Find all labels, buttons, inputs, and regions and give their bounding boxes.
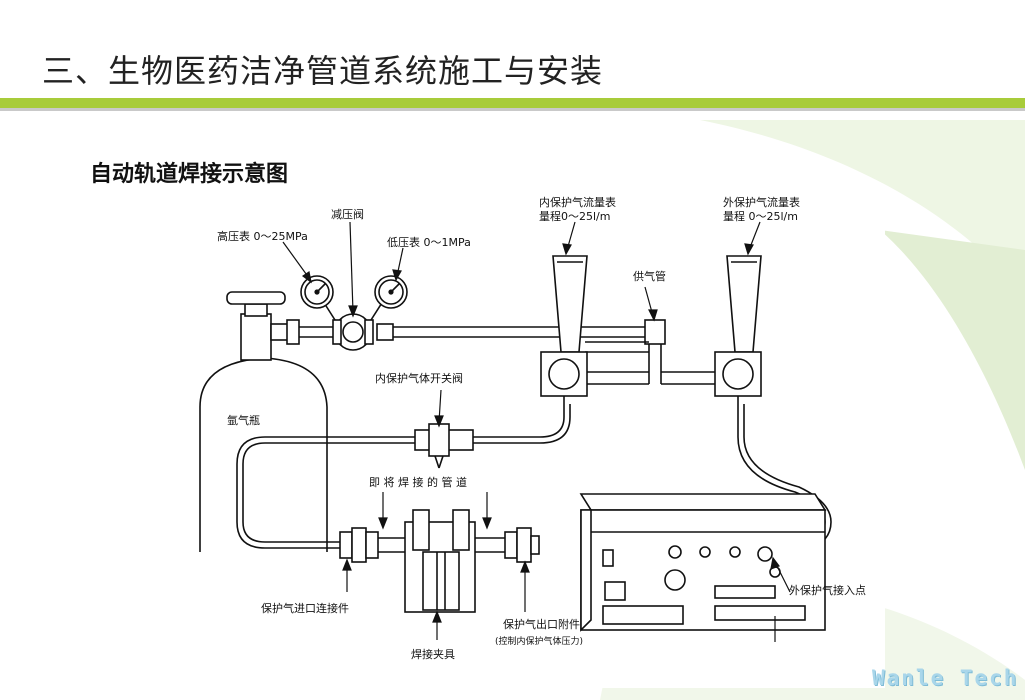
title-accent-bar — [0, 98, 1025, 111]
orbital-welding-diagram: 高压表 0～25MPa 减压阀 低压表 0～1MPa 内保护气流量表 量程0～2… — [199, 195, 866, 661]
label-high-gauge: 高压表 0～25MPa — [217, 229, 308, 243]
low-pressure-gauge — [374, 275, 408, 309]
reducer-valve — [286, 297, 394, 351]
outer-flowmeter — [714, 255, 762, 404]
slide-title: 三、生物医药洁净管道系统施工与安装 — [42, 52, 604, 90]
label-inlet-connector: 保护气进口连接件 — [261, 601, 349, 615]
label-low-gauge: 低压表 0～1MPa — [387, 235, 471, 249]
inner-switch-valve — [414, 423, 474, 469]
label-outer-flowmeter-1: 外保护气流量表 — [723, 195, 800, 209]
label-argon-cylinder: 氩气瓶 — [227, 413, 260, 427]
label-inner-switch-valve: 内保护气体开关阀 — [375, 371, 463, 385]
label-inner-flowmeter-1: 内保护气流量表 — [539, 195, 616, 209]
watermark: Wanle Tech — [872, 666, 1019, 690]
diagram-subtitle: 自动轨道焊接示意图 — [90, 162, 289, 187]
weld-clamp — [404, 509, 476, 613]
label-reducer-valve: 减压阀 — [331, 207, 364, 221]
inner-flowmeter — [540, 255, 588, 404]
label-outlet-fitting-2: (控制内保护气体压力) — [495, 635, 583, 647]
supply-pipe — [585, 319, 715, 385]
label-outlet-fitting-1: 保护气出口附件 — [503, 617, 580, 631]
label-supply-pipe: 供气管 — [633, 269, 666, 283]
welding-control-box — [579, 493, 827, 632]
label-pipe-to-weld: 即 将 焊 接 的 管 道 — [369, 475, 467, 489]
diagram-panel: 高压表 0～25MPa 减压阀 低压表 0～1MPa 内保护气流量表 量程0～2… — [175, 192, 885, 688]
label-outer-flowmeter-2: 量程 0～25l/m — [723, 210, 798, 223]
label-inner-flowmeter-2: 量程0～25l/m — [539, 210, 610, 223]
argon-cylinder — [199, 291, 328, 552]
label-outer-gas-inlet: 外保护气接入点 — [789, 583, 866, 597]
inlet-connector — [339, 527, 379, 563]
outlet-fitting — [504, 527, 540, 563]
high-pressure-gauge — [300, 275, 334, 309]
label-weld-clamp: 焊接夹具 — [411, 647, 455, 661]
